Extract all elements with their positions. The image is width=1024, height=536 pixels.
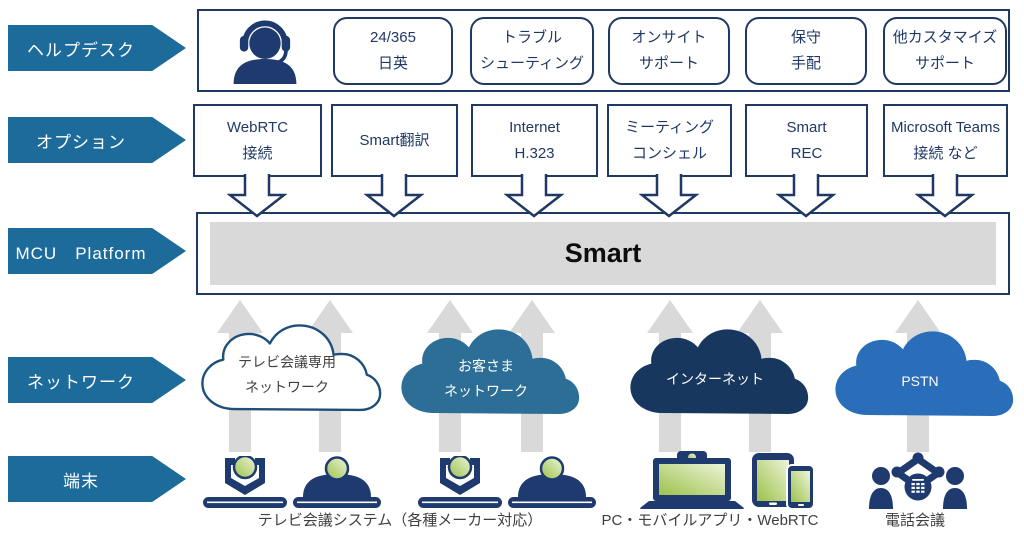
helpdesk-item-custom-support: 他カスタマイズ サポート [883,17,1007,85]
row-label-mcu-platform: MCU Platform [8,228,186,274]
helpdesk-item-line1: 他カスタマイズ [892,29,998,46]
helpdesk-item-line1: トラブル [501,29,562,46]
helpdesk-item-line1: 24/365 [370,29,416,46]
down-arrow-icon [775,169,837,218]
option-line1: Internet [509,118,560,136]
tablet-phone-icon [752,451,815,510]
cloud-label-line1: PSTN [901,372,939,389]
video-camera-icon [203,454,287,508]
down-arrow-icon [914,169,976,218]
option-line1: ミーティング [624,118,715,136]
caption-phone-conference: 電話会議 [884,512,945,529]
helpdesk-agent-icon [220,15,310,85]
helpdesk-panel [197,9,1010,92]
option-box-meeting-concierge: ミーティング コンシェル [607,104,732,177]
cloud-label-line2: ネットワーク [245,379,329,395]
helpdesk-item-line1: オンサイト [631,29,707,46]
option-box-webrtc: WebRTC 接続 [193,104,322,177]
cloud-dedicated-network: テレビ会議専用 ネットワーク [191,323,383,419]
conference-person-icon [293,456,381,508]
mcu-platform-box: Smart [196,212,1010,295]
option-line1: WebRTC [226,118,289,136]
caption-pc-mobile-webrtc: PC・モバイルアプリ・WebRTC [601,512,819,529]
helpdesk-item-line2: サポート [914,55,975,72]
option-line2: H.323 [514,144,555,162]
helpdesk-item-line2: シューティング [479,55,585,72]
cloud-label-line1: インターネット [666,370,764,387]
cloud-label-line1: テレビ会議専用 [238,354,336,370]
option-line1: Smart [786,118,827,136]
cloud-pstn: PSTN [824,329,1016,425]
row-label-helpdesk: ヘルプデスク [8,25,186,71]
video-camera-icon [418,454,502,508]
conference-person-icon [508,456,596,508]
helpdesk-item-line2: サポート [638,55,699,72]
down-arrow-icon [638,169,700,218]
cloud-label-line2: ネットワーク [444,383,528,399]
option-line2: コンシェル [631,144,707,162]
option-box-teams: Microsoft Teams 接続 など [883,104,1008,177]
cloud-customer-network: お客さま ネットワーク [390,327,582,423]
cloud-internet: インターネット [619,327,811,423]
option-line2: 接続 など [913,144,978,162]
helpdesk-item-maintenance: 保守 手配 [745,17,867,85]
helpdesk-item-line2: 日英 [377,55,408,72]
row-label-options: オプション [8,117,186,163]
down-arrow-icon [226,169,288,218]
caption-vc-systems: テレビ会議システム（各種メーカー対応） [257,512,543,529]
down-arrow-icon [363,169,425,218]
cloud-label-line1: お客さま [458,358,514,374]
helpdesk-item-troubleshooting: トラブル シューティング [470,17,594,85]
helpdesk-item-onsite-support: オンサイト サポート [608,17,730,85]
option-box-smart-translate: Smart翻訳 [331,104,458,177]
platform-name: Smart [210,222,996,285]
option-line2: 接続 [242,144,273,162]
down-arrow-icon [503,169,565,218]
helpdesk-item-line2: 手配 [790,55,821,72]
laptop-icon [640,451,744,509]
option-line1: Smart翻訳 [359,131,430,149]
phone-conference-icon [868,449,968,509]
row-label-network: ネットワーク [8,357,186,403]
helpdesk-item-line1: 保守 [790,29,821,46]
option-box-internet-h323: Internet H.323 [471,104,598,177]
option-line2: REC [790,144,823,162]
row-label-terminal: 端末 [8,456,186,502]
helpdesk-item-24-365: 24/365 日英 [333,17,453,85]
option-line1: Microsoft Teams [891,118,1000,136]
option-box-smart-rec: Smart REC [745,104,868,177]
